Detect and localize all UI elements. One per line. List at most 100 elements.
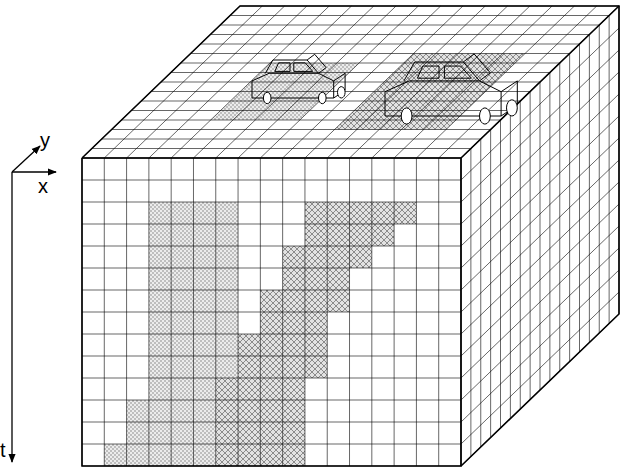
car-outline (463, 54, 490, 81)
grid-line (82, 444, 461, 445)
shaded-cell (216, 400, 238, 422)
grid-line (141, 101, 520, 102)
axis-arrow (12, 171, 56, 172)
shaded-cell (327, 268, 349, 290)
axis-arrow (11, 172, 12, 462)
car-wheel (480, 108, 491, 124)
grid-line (82, 202, 461, 203)
grid-line (112, 129, 491, 130)
shaded-cell (149, 246, 171, 268)
shaded-cell (283, 290, 305, 312)
grid-line (461, 204, 619, 356)
grid-line (461, 116, 619, 268)
shaded-cell (305, 290, 327, 312)
grid-line (171, 72, 550, 73)
shaded-cell (350, 202, 372, 224)
shaded-cell (193, 334, 215, 356)
grid-line (461, 6, 619, 158)
shaded-cell (216, 246, 238, 268)
shaded-cell (283, 268, 305, 290)
grid-line (461, 270, 619, 422)
grid-line (461, 248, 619, 400)
shaded-cell (238, 400, 260, 422)
shaded-cell (193, 268, 215, 290)
shaded-cell (260, 290, 282, 312)
shaded-cell (193, 202, 215, 224)
car-outline (265, 60, 318, 73)
shaded-cell (350, 246, 372, 268)
grid-line (461, 72, 619, 224)
shaded-cell (327, 246, 349, 268)
shaded-cell (216, 268, 238, 290)
shaded-cell (305, 246, 327, 268)
cube-edge (82, 158, 461, 466)
shaded-cell (216, 400, 238, 422)
shaded-cell (260, 378, 282, 400)
shaded-cell (305, 268, 327, 290)
shaded-cell (260, 422, 282, 444)
grid-line (82, 246, 461, 247)
shaded-cell (149, 356, 171, 378)
car-wheel (507, 100, 518, 116)
shaded-cell (171, 202, 193, 224)
grid-line (102, 139, 481, 140)
grid-line (82, 400, 461, 401)
shaded-cell (372, 202, 394, 224)
shaded-cell (216, 444, 238, 466)
shaded-cell (149, 224, 171, 246)
shaded-cell (104, 444, 126, 466)
shaded-cell (171, 268, 193, 290)
axis-label: t (0, 440, 6, 460)
shaded-cell (171, 356, 193, 378)
shaded-cell (149, 400, 171, 422)
shaded-cell (216, 290, 238, 312)
shaded-cell (149, 268, 171, 290)
shaded-cell (283, 400, 305, 422)
shaded-cell (127, 400, 149, 422)
grid-line (82, 334, 461, 335)
axis-label: y (40, 130, 50, 150)
shaded-cell (372, 224, 394, 246)
shaded-cell (193, 400, 215, 422)
shaded-cell (260, 444, 282, 466)
grid-line (461, 226, 619, 378)
shaded-cell (238, 334, 260, 356)
shaded-cell (149, 202, 171, 224)
grid-line (461, 94, 619, 246)
shaded-cell (260, 334, 282, 356)
shaded-cell (193, 444, 215, 466)
shaded-cell (216, 422, 238, 444)
grid-line (82, 378, 461, 379)
shaded-cell (260, 312, 282, 334)
car-wheel (401, 108, 412, 124)
grid-line (461, 138, 619, 290)
grid-line (461, 292, 619, 444)
grid-line (92, 148, 471, 149)
grid-line (82, 180, 461, 181)
axis-arrow (12, 146, 40, 172)
grid-line (122, 120, 501, 121)
car-outline (334, 73, 345, 98)
shaded-cell (193, 422, 215, 444)
grid-line (82, 312, 461, 313)
car-wheel (338, 87, 346, 98)
shaded-cell (216, 202, 238, 224)
car-outline (307, 54, 326, 73)
shaded-cell (171, 400, 193, 422)
shaded-cell (238, 444, 260, 466)
shaded-cell (283, 312, 305, 334)
shaded-cell (171, 334, 193, 356)
shaded-cell (171, 224, 193, 246)
grid-line (461, 28, 619, 180)
grid-line (201, 44, 580, 45)
car-outline (275, 63, 290, 72)
shaded-cell (149, 290, 171, 312)
grid-line (82, 224, 461, 225)
grid-line (461, 160, 619, 312)
shaded-cell (216, 334, 238, 356)
grid-line (191, 53, 570, 54)
side-face (461, 6, 619, 466)
shaded-cell (149, 378, 171, 400)
grid-line (230, 15, 609, 16)
